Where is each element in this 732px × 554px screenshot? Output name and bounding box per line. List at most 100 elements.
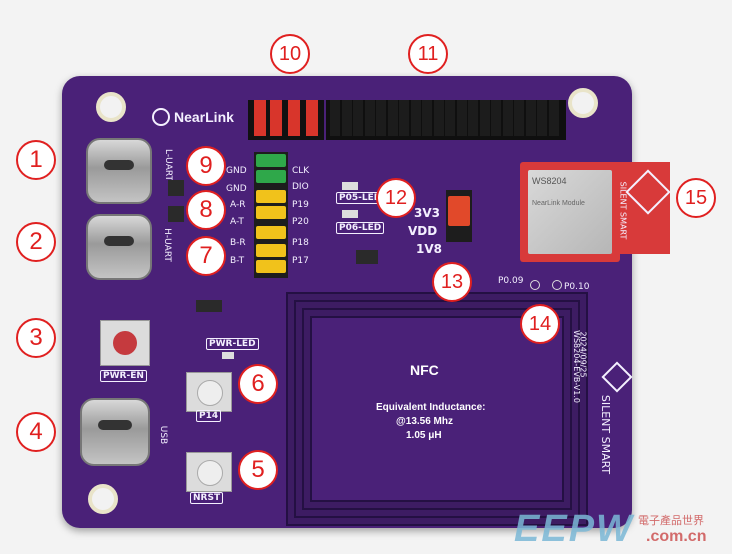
- callout-13: 13: [432, 262, 472, 302]
- vdd-label: VDD: [408, 224, 438, 238]
- gpio-pin: [341, 100, 352, 136]
- dio-label: DIO: [292, 182, 309, 192]
- nearlink-logo-icon: [152, 108, 170, 126]
- gpio-pin: [548, 100, 559, 136]
- callout-15: 15: [676, 178, 716, 218]
- usb-c-l-uart-port: [86, 138, 152, 204]
- nfc-frequency-line: @13.56 Mhz: [396, 416, 453, 427]
- nrst-label: NRST: [190, 492, 224, 504]
- gpio-pin: [468, 100, 478, 136]
- h-uart-label: H-UART: [161, 228, 172, 262]
- p05-led: [342, 182, 358, 190]
- usb-label: USB: [158, 425, 169, 445]
- nfc-value-line: 1.05 μH: [406, 430, 442, 441]
- gpio-pin: [433, 100, 444, 136]
- gpio-pin: [525, 100, 536, 136]
- ws8204-module: WS8204 NearLink Module: [520, 162, 620, 262]
- clk-label: CLK: [292, 166, 310, 176]
- gpio-pin: [410, 100, 421, 136]
- mounting-hole-top-left: [96, 92, 126, 122]
- watermark-cn: 電子產品世界: [638, 515, 704, 527]
- pcb-board: [62, 76, 632, 528]
- gpio-pin: [479, 100, 490, 136]
- p19-label: P19: [292, 200, 309, 210]
- regulator-chip: [356, 250, 378, 264]
- gpio-pin: [491, 100, 501, 136]
- gpio-pin: [387, 100, 398, 136]
- uart-chip-2: [168, 206, 184, 222]
- module-subtitle: NearLink Module: [532, 200, 585, 207]
- nfc-inductance-line: Equivalent Inductance:: [376, 402, 486, 413]
- module-shield: WS8204 NearLink Module: [528, 170, 612, 254]
- callout-10: 10: [270, 34, 310, 74]
- gpio-pin: [445, 100, 455, 136]
- usb-c-power-port: [80, 398, 150, 466]
- ws8204-module-antenna: [612, 162, 670, 254]
- usb-c-h-uart-port: [86, 214, 152, 280]
- callout-1: 1: [16, 140, 56, 180]
- jumper-a-t-yellow[interactable]: [256, 206, 286, 219]
- p14-button-cap: [197, 380, 223, 406]
- gnd-label-2: GND: [226, 184, 247, 194]
- p14-button[interactable]: [186, 372, 232, 412]
- uart-chip-3: [196, 300, 222, 312]
- a-t-label: A-T: [230, 217, 244, 227]
- pwr-en-button-cap: [113, 331, 137, 355]
- callout-5: 5: [238, 450, 278, 490]
- p17-label: P17: [292, 256, 309, 266]
- jumper-b-r-yellow[interactable]: [256, 226, 286, 239]
- gpio-pin: [330, 100, 340, 136]
- p009-label: P0.09: [498, 276, 524, 286]
- b-r-label: B-R: [230, 238, 246, 248]
- brand-name: NearLink: [174, 109, 234, 125]
- callout-4: 4: [16, 412, 56, 452]
- board-name: WS8204-EVB-V1.0: [571, 330, 581, 403]
- callout-3: 3: [16, 318, 56, 358]
- mounting-hole-top-right: [568, 88, 598, 118]
- gnd-label-1: GND: [226, 166, 247, 176]
- eepw-watermark: EEPW 電子產品世界 .com.cn: [514, 508, 728, 552]
- p18-label: P18: [292, 238, 309, 248]
- jumper-clk-green[interactable]: [256, 154, 286, 167]
- nrst-button[interactable]: [186, 452, 232, 492]
- callout-14: 14: [520, 304, 560, 344]
- p14-label: P14: [196, 410, 222, 422]
- power-pin-1: [254, 100, 266, 136]
- jumper-dio-green[interactable]: [256, 170, 286, 183]
- gpio-pin: [537, 100, 547, 136]
- power-pin-3: [288, 100, 300, 136]
- gpio-pin: [422, 100, 432, 136]
- silent-smart-module-label: SILENT SMART: [618, 181, 628, 240]
- mounting-hole-bottom-left: [88, 484, 118, 514]
- module-name: WS8204: [532, 176, 567, 186]
- p010-label: P0.10: [564, 282, 590, 292]
- gpio-pin: [502, 100, 513, 136]
- nearlink-logo: NearLink: [152, 108, 234, 126]
- nrst-button-cap: [197, 460, 223, 486]
- jumper-extra-yellow[interactable]: [256, 260, 286, 273]
- watermark-brand: EEPW: [514, 508, 634, 550]
- test-pad-p009: [530, 280, 540, 290]
- pwr-led: [222, 352, 234, 359]
- 3v3-label: 3V3: [414, 206, 440, 220]
- jumper-a-r-yellow[interactable]: [256, 190, 286, 203]
- gpio-pin: [514, 100, 524, 136]
- p20-label: P20: [292, 217, 309, 227]
- callout-8: 8: [186, 190, 226, 230]
- callout-2: 2: [16, 222, 56, 262]
- power-pin-2: [270, 100, 282, 136]
- pwr-en-button[interactable]: [100, 320, 150, 366]
- callout-6: 6: [238, 364, 278, 404]
- power-pin-4: [306, 100, 318, 136]
- 1v8-label: 1V8: [416, 242, 442, 256]
- gpio-pin: [353, 100, 363, 136]
- gpio-pin: [364, 100, 375, 136]
- pwr-en-label: PWR-EN: [100, 370, 147, 382]
- silent-smart-board-label: SILENT SMART: [599, 394, 613, 475]
- voltage-select-jumper[interactable]: [448, 196, 470, 226]
- callout-9: 9: [186, 146, 226, 186]
- jumper-b-t-yellow[interactable]: [256, 244, 286, 257]
- gpio-pin: [399, 100, 409, 136]
- pwr-led-label: PWR-LED: [206, 338, 259, 350]
- p06-led: [342, 210, 358, 218]
